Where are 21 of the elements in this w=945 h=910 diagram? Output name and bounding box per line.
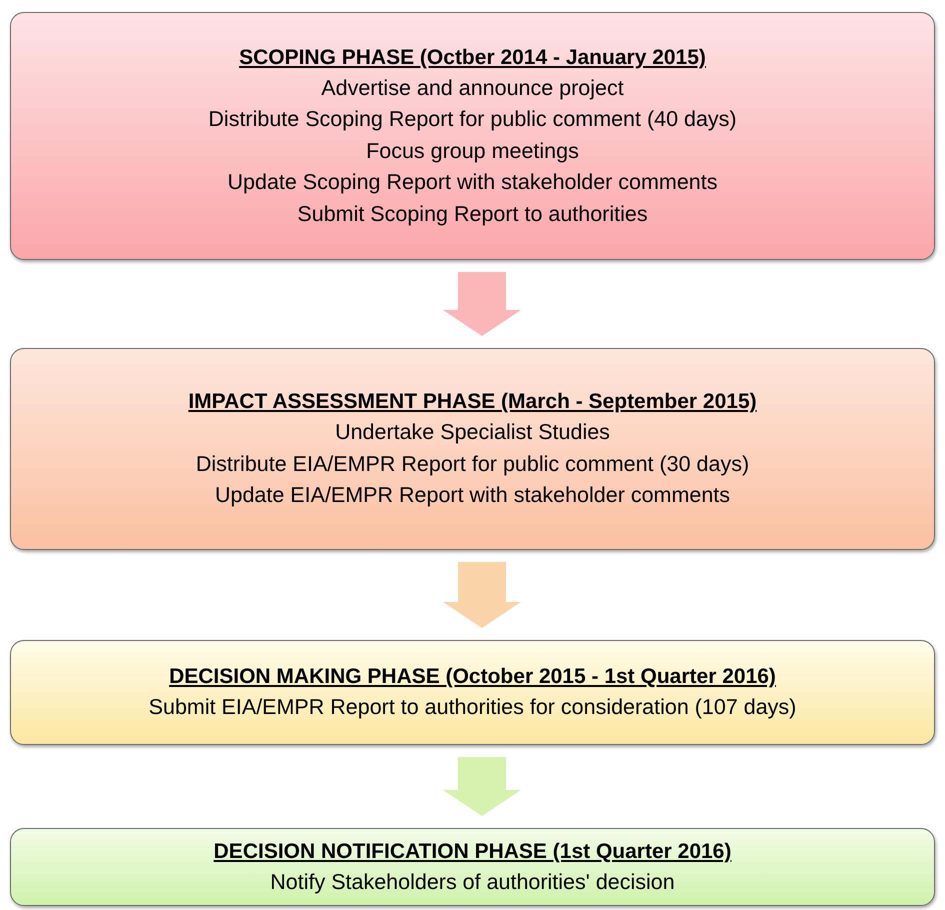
block-arrow: [443, 757, 521, 816]
block-arrow: [443, 562, 521, 628]
phase-box: [10, 348, 935, 550]
activity-text: Submit Scoping Report to authorities: [297, 200, 648, 228]
phase-heading: SCOPING PHASE (Octber 2014 - January 2015): [239, 44, 706, 71]
block-arrow: [443, 272, 521, 336]
phase-box: [10, 828, 935, 906]
activity-text: Distribute EIA/EMPR Report for public comment (30 days): [196, 450, 750, 478]
phase-box: [10, 12, 935, 260]
activity-text: Notify Stakeholders of authorities' decision: [270, 868, 675, 896]
activity-text: Distribute Scoping Report for public comment (40 days): [208, 106, 737, 134]
activity-text: Advertise and announce project: [321, 74, 624, 102]
activity-text: Update Scoping Report with stakeholder comments: [228, 169, 718, 196]
activity-text: Submit EIA/EMPR Report to authorities for consideration (107 days): [148, 694, 796, 722]
phase-box: [10, 640, 935, 745]
phase-heading: IMPACT ASSESSMENT PHASE (March - September 2015): [188, 389, 757, 416]
phase-heading: DECISION NOTIFICATION PHASE (1st Quarter 2016): [214, 838, 732, 865]
activity-text: Undertake Specialist Studies: [335, 419, 610, 446]
phase-heading: DECISION MAKING PHASE (October 2015 - 1st Quarter 2016): [169, 664, 776, 690]
activity-text: Focus group meetings: [366, 138, 579, 165]
activity-text: Update EIA/EMPR Report with stakeholder comments: [214, 482, 730, 510]
